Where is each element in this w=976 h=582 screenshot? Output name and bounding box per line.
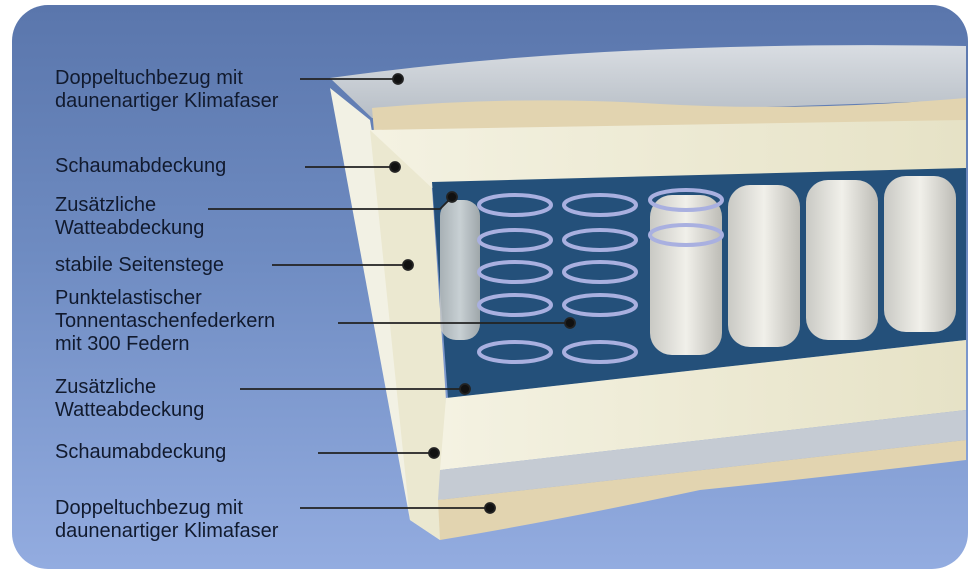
bottom-cover: [438, 410, 966, 500]
label-line: Zusätzliche: [55, 376, 157, 398]
pocket-springs: [440, 176, 956, 355]
label-line: Watteabdeckung: [55, 399, 205, 421]
label-line: Doppeltuchbezug mit: [55, 497, 243, 519]
label-line: stabile Seitenstege: [55, 254, 225, 276]
bottom-fiber: [438, 440, 966, 540]
label-line: Zusätzliche: [55, 194, 157, 216]
label-line: Watteabdeckung: [55, 217, 205, 239]
label-line: daunenartiger Klimafaser: [55, 520, 279, 542]
label-side-supports: stabile Seitenstege: [55, 254, 224, 277]
label-top-foam: Schaumabdeckung: [55, 155, 226, 178]
label-line: Doppeltuchbezug mit: [55, 67, 243, 89]
label-line: Schaumabdeckung: [55, 155, 227, 177]
label-bottom-foam: Schaumabdeckung: [55, 441, 226, 464]
top-cover: [330, 45, 966, 118]
bottom-foam: [440, 340, 966, 470]
coil-springs: [477, 188, 724, 364]
label-line: mit 300 Federn: [55, 333, 190, 355]
label-line: daunenartiger Klimafaser: [55, 90, 279, 112]
leader-lines: [208, 73, 576, 514]
label-line: Schaumabdeckung: [55, 441, 227, 463]
label-line: Tonnentaschenfederkern: [55, 310, 276, 332]
label-line: Punktelastischer: [55, 287, 202, 309]
side-foam: [370, 130, 446, 540]
